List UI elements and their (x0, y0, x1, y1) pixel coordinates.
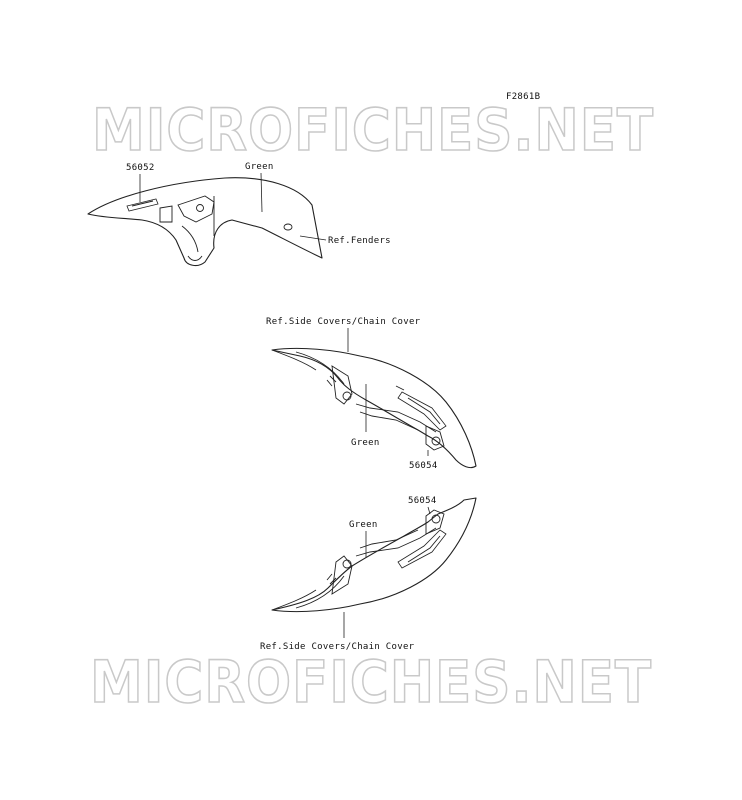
lower-ref-label: Ref.Side Covers/Chain Cover (260, 642, 415, 652)
watermark-top: MICROFICHES.NET (92, 96, 654, 164)
upper-part-number: 56054 (409, 461, 438, 471)
lower-side-cover (271, 497, 477, 613)
front-fender (87, 177, 323, 267)
upper-color-label: Green (351, 438, 380, 448)
upper-decal (397, 391, 447, 431)
upper-side-cover (271, 347, 477, 469)
lower-color-label: Green (349, 520, 378, 530)
watermark-bottom: MICROFICHES.NET (90, 648, 652, 716)
ref-fenders-label: Ref.Fenders (328, 236, 391, 246)
part-number-56052: 56052 (126, 163, 155, 173)
leader-ref-fenders (299, 235, 327, 241)
leader-fender-green (260, 172, 263, 213)
lower-part-number: 56054 (408, 496, 437, 506)
fender-color-label: Green (245, 162, 274, 172)
upper-ref-label: Ref.Side Covers/Chain Cover (266, 317, 421, 327)
lower-decal (397, 529, 447, 569)
figure-id: F2861B (506, 92, 540, 102)
